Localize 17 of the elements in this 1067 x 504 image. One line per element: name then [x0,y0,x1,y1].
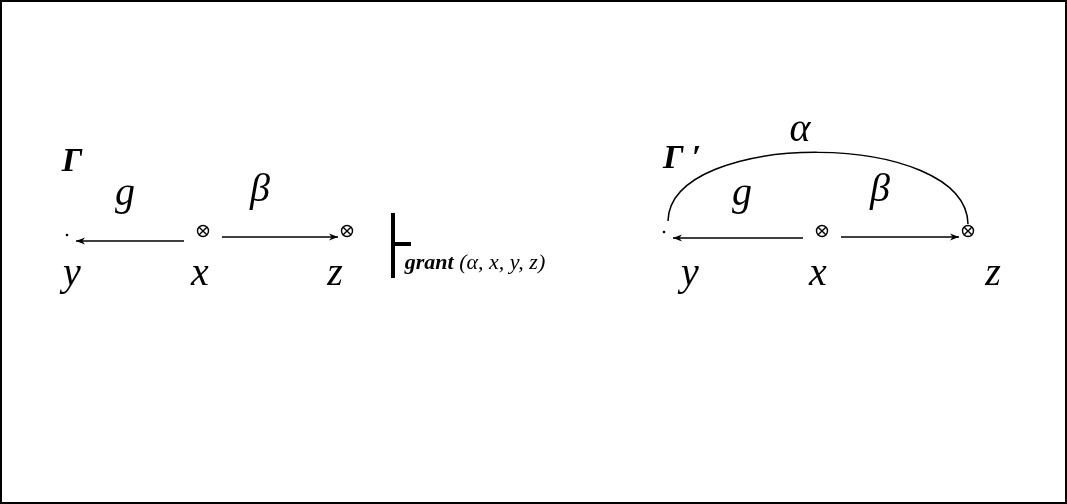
variable-label: x [191,252,209,292]
edge-label: β [250,168,270,208]
edge-label: g [115,172,135,212]
arrow [221,233,339,241]
edge-label: g [732,172,752,212]
variable-label: z [985,252,1001,292]
arrow [672,234,804,242]
edge-label: α [789,108,811,148]
math-label: Γ ′ [663,140,701,174]
math-label: Γ [61,143,83,177]
arrow [75,237,185,245]
edge-label: β [870,168,890,208]
math-label: grant (α, x, y, z) [404,251,546,273]
arrow [840,233,960,241]
variable-label: z [327,252,343,292]
arc-connector [667,151,969,225]
variable-label: x [809,252,827,292]
